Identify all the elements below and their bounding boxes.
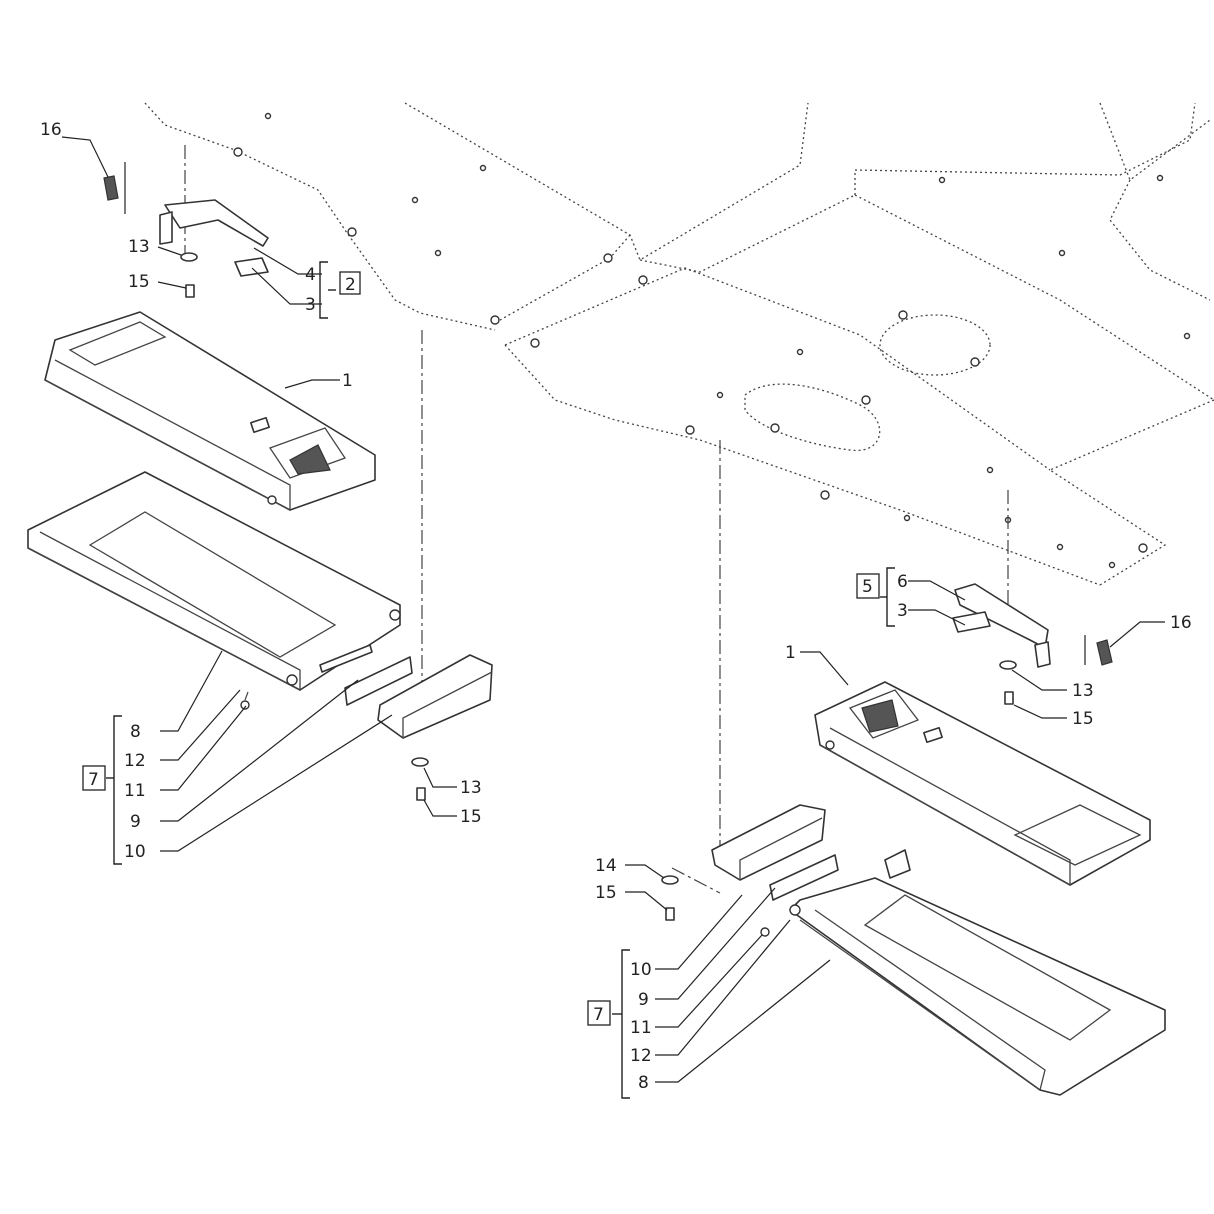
callout-3-right: 3 xyxy=(897,601,908,621)
callout-13-left-bottom: 13 xyxy=(460,778,482,798)
cab-floor-structure xyxy=(144,102,1214,586)
callout-14: 14 xyxy=(595,856,617,876)
callout-8-left: 8 xyxy=(130,722,141,742)
left-latch-clip xyxy=(103,175,119,201)
callout-9-left: 9 xyxy=(130,812,141,832)
structure-bolts xyxy=(233,112,1191,569)
group-brackets xyxy=(82,261,895,1099)
callout-15-left-bottom: 15 xyxy=(460,807,482,827)
callout-15-right-top: 15 xyxy=(1072,709,1094,729)
callout-13-right-top: 13 xyxy=(1072,681,1094,701)
right-hinge-bracket xyxy=(952,583,1086,668)
callout-16-right: 16 xyxy=(1170,613,1192,633)
right-storage-lid xyxy=(814,681,1151,887)
callout-15-right-bottom: 15 xyxy=(595,883,617,903)
left-washer-and-bolt xyxy=(180,252,198,298)
callout-1-right: 1 xyxy=(785,643,796,663)
right-washer-and-bolt xyxy=(999,660,1017,705)
right-hinge-strip-and-pad xyxy=(661,804,839,937)
callout-11-left: 11 xyxy=(124,781,146,801)
callout-3-left: 3 xyxy=(305,295,316,315)
callout-11-right: 11 xyxy=(630,1018,652,1038)
alignment-lines xyxy=(184,145,1009,894)
callout-15-left-top: 15 xyxy=(128,272,150,292)
left-storage-tray xyxy=(27,471,401,692)
left-latch-plate xyxy=(234,257,269,277)
callout-9-right: 9 xyxy=(638,990,649,1010)
right-latch-clip xyxy=(1096,639,1113,666)
callout-labels: 16 13 15 4 3 2 1 8 12 11 9 10 7 13 15 5 … xyxy=(40,120,1192,1093)
callout-8-right: 8 xyxy=(638,1073,649,1093)
callout-2: 2 xyxy=(345,275,356,295)
leader-lines xyxy=(61,136,1165,1083)
callout-4: 4 xyxy=(305,265,316,285)
right-storage-tray xyxy=(789,849,1166,1096)
callout-10-right: 10 xyxy=(630,960,652,980)
callout-1-left: 1 xyxy=(342,371,353,391)
callout-7-right: 7 xyxy=(593,1005,604,1025)
callout-13-left-top: 13 xyxy=(128,237,150,257)
callout-5: 5 xyxy=(862,577,873,597)
left-hinge-bracket xyxy=(124,162,269,247)
callout-16-left: 16 xyxy=(40,120,62,140)
callout-10-left: 10 xyxy=(124,842,146,862)
callout-7-left: 7 xyxy=(88,770,99,790)
callout-12-right: 12 xyxy=(630,1046,652,1066)
left-hinge-strip-and-pad xyxy=(240,644,493,801)
callout-6: 6 xyxy=(897,572,908,592)
left-storage-lid xyxy=(44,311,376,512)
callout-12-left: 12 xyxy=(124,751,146,771)
